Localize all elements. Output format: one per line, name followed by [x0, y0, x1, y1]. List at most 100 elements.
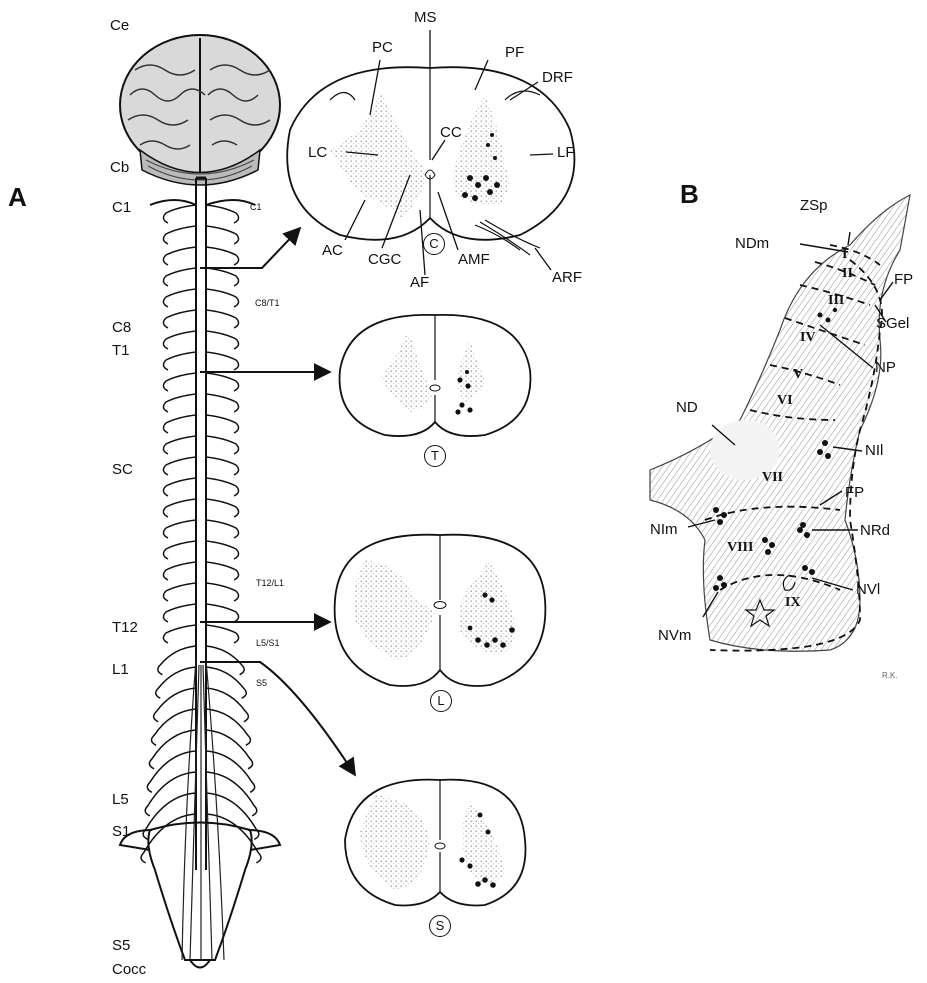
nerve-root — [163, 499, 196, 517]
label-nvl: NVl — [856, 582, 880, 598]
nerve-root — [206, 541, 239, 559]
label-fp-top: FP — [894, 272, 913, 288]
lamina-vi: VI — [777, 393, 793, 409]
nerve-root — [206, 499, 239, 517]
nerve-root — [206, 415, 239, 433]
nerve-root — [163, 562, 196, 580]
nerve-root — [206, 604, 239, 622]
lamina-ii: II — [842, 266, 853, 282]
nerve-root — [206, 310, 239, 328]
label-pf: PF — [505, 45, 524, 61]
lamina-i: I — [842, 247, 847, 263]
spinal-column-illustration — [120, 178, 280, 968]
nerve-root — [206, 457, 239, 475]
nerve-root — [206, 331, 239, 349]
label-c8: C8 — [112, 320, 131, 336]
label-s1: S1 — [112, 824, 130, 840]
cervical-cross-section — [287, 67, 574, 255]
label-s5: S5 — [112, 938, 130, 954]
label-c8-t1-small: C8/T1 — [255, 298, 280, 308]
nerve-root — [163, 394, 196, 412]
nerve-root — [206, 478, 239, 496]
nerve-root — [206, 352, 239, 370]
nerve-root — [206, 247, 239, 265]
lumbar-cross-section — [335, 535, 546, 686]
panel-a-label: A — [8, 183, 27, 211]
label-nrd: NRd — [860, 523, 890, 539]
nerve-root — [163, 226, 196, 244]
label-c1-small: C1 — [250, 202, 262, 212]
nerve-root — [158, 646, 196, 675]
label-lf: LF — [557, 145, 575, 161]
label-ce: Ce — [110, 18, 129, 34]
nerve-root — [206, 625, 239, 643]
nerve-root — [163, 352, 196, 370]
nerve-root — [163, 604, 196, 622]
nerve-root — [206, 436, 239, 454]
nerve-root — [163, 478, 196, 496]
label-nvm: NVm — [658, 628, 691, 644]
thoracic-cross-section — [340, 315, 531, 436]
label-cocc: Cocc — [112, 962, 146, 978]
nerve-root — [206, 562, 239, 580]
nerve-root — [206, 583, 239, 601]
sacral-cross-section — [345, 780, 526, 906]
nerve-root — [163, 625, 196, 643]
label-t12-l1-small: T12/L1 — [256, 578, 284, 588]
lamina-iii: III — [828, 293, 844, 309]
label-sc: SC — [112, 462, 133, 478]
nerve-root — [163, 583, 196, 601]
label-np: NP — [875, 360, 896, 376]
lamina-v: V — [793, 367, 803, 383]
label-s5-small: S5 — [256, 678, 267, 688]
label-nd: ND — [676, 400, 698, 416]
nerve-root — [163, 289, 196, 307]
nerve-root — [163, 310, 196, 328]
artist-signature: R.K. — [882, 668, 898, 684]
lamina-vii: VII — [762, 470, 783, 486]
nerve-root — [206, 268, 239, 286]
label-zsp: ZSp — [800, 198, 828, 214]
label-cgc: CGC — [368, 252, 401, 268]
nerve-root — [163, 205, 196, 223]
nerve-root — [206, 646, 244, 675]
label-fp-mid: FP — [845, 485, 864, 501]
nerve-root — [163, 541, 196, 559]
lamina-ix: IX — [785, 595, 801, 611]
label-t1: T1 — [112, 343, 130, 359]
nerve-root — [206, 520, 239, 538]
marker-thoracic: T — [424, 445, 446, 467]
brain-illustration — [120, 35, 280, 185]
panel-b-label: B — [680, 180, 699, 208]
label-ndm: NDm — [735, 236, 769, 252]
label-t12: T12 — [112, 620, 138, 636]
nerve-root — [163, 436, 196, 454]
label-l5-s1-small: L5/S1 — [256, 638, 280, 648]
lamina-iv: IV — [800, 330, 816, 346]
nerve-root — [163, 520, 196, 538]
nerve-root — [206, 688, 248, 722]
label-af: AF — [410, 275, 429, 291]
label-sgel: SGel — [876, 316, 909, 332]
nerve-root — [206, 394, 239, 412]
nerve-root — [206, 205, 239, 223]
nerve-root — [206, 814, 261, 863]
label-nim: NIm — [650, 522, 678, 538]
nerve-root — [163, 247, 196, 265]
lamina-viii: VIII — [727, 540, 753, 556]
label-lc: LC — [308, 145, 327, 161]
nerve-root — [163, 457, 196, 475]
label-arf: ARF — [552, 270, 582, 286]
label-l5: L5 — [112, 792, 129, 808]
nerve-root — [206, 373, 239, 391]
label-l1: L1 — [112, 662, 129, 678]
label-c1: C1 — [112, 200, 131, 216]
nerve-root — [163, 268, 196, 286]
label-nil: NIl — [865, 443, 883, 459]
label-ac: AC — [322, 243, 343, 259]
nerve-root — [163, 373, 196, 391]
label-pc: PC — [372, 40, 393, 56]
nerve-root — [152, 709, 196, 745]
nerve-root — [206, 289, 239, 307]
